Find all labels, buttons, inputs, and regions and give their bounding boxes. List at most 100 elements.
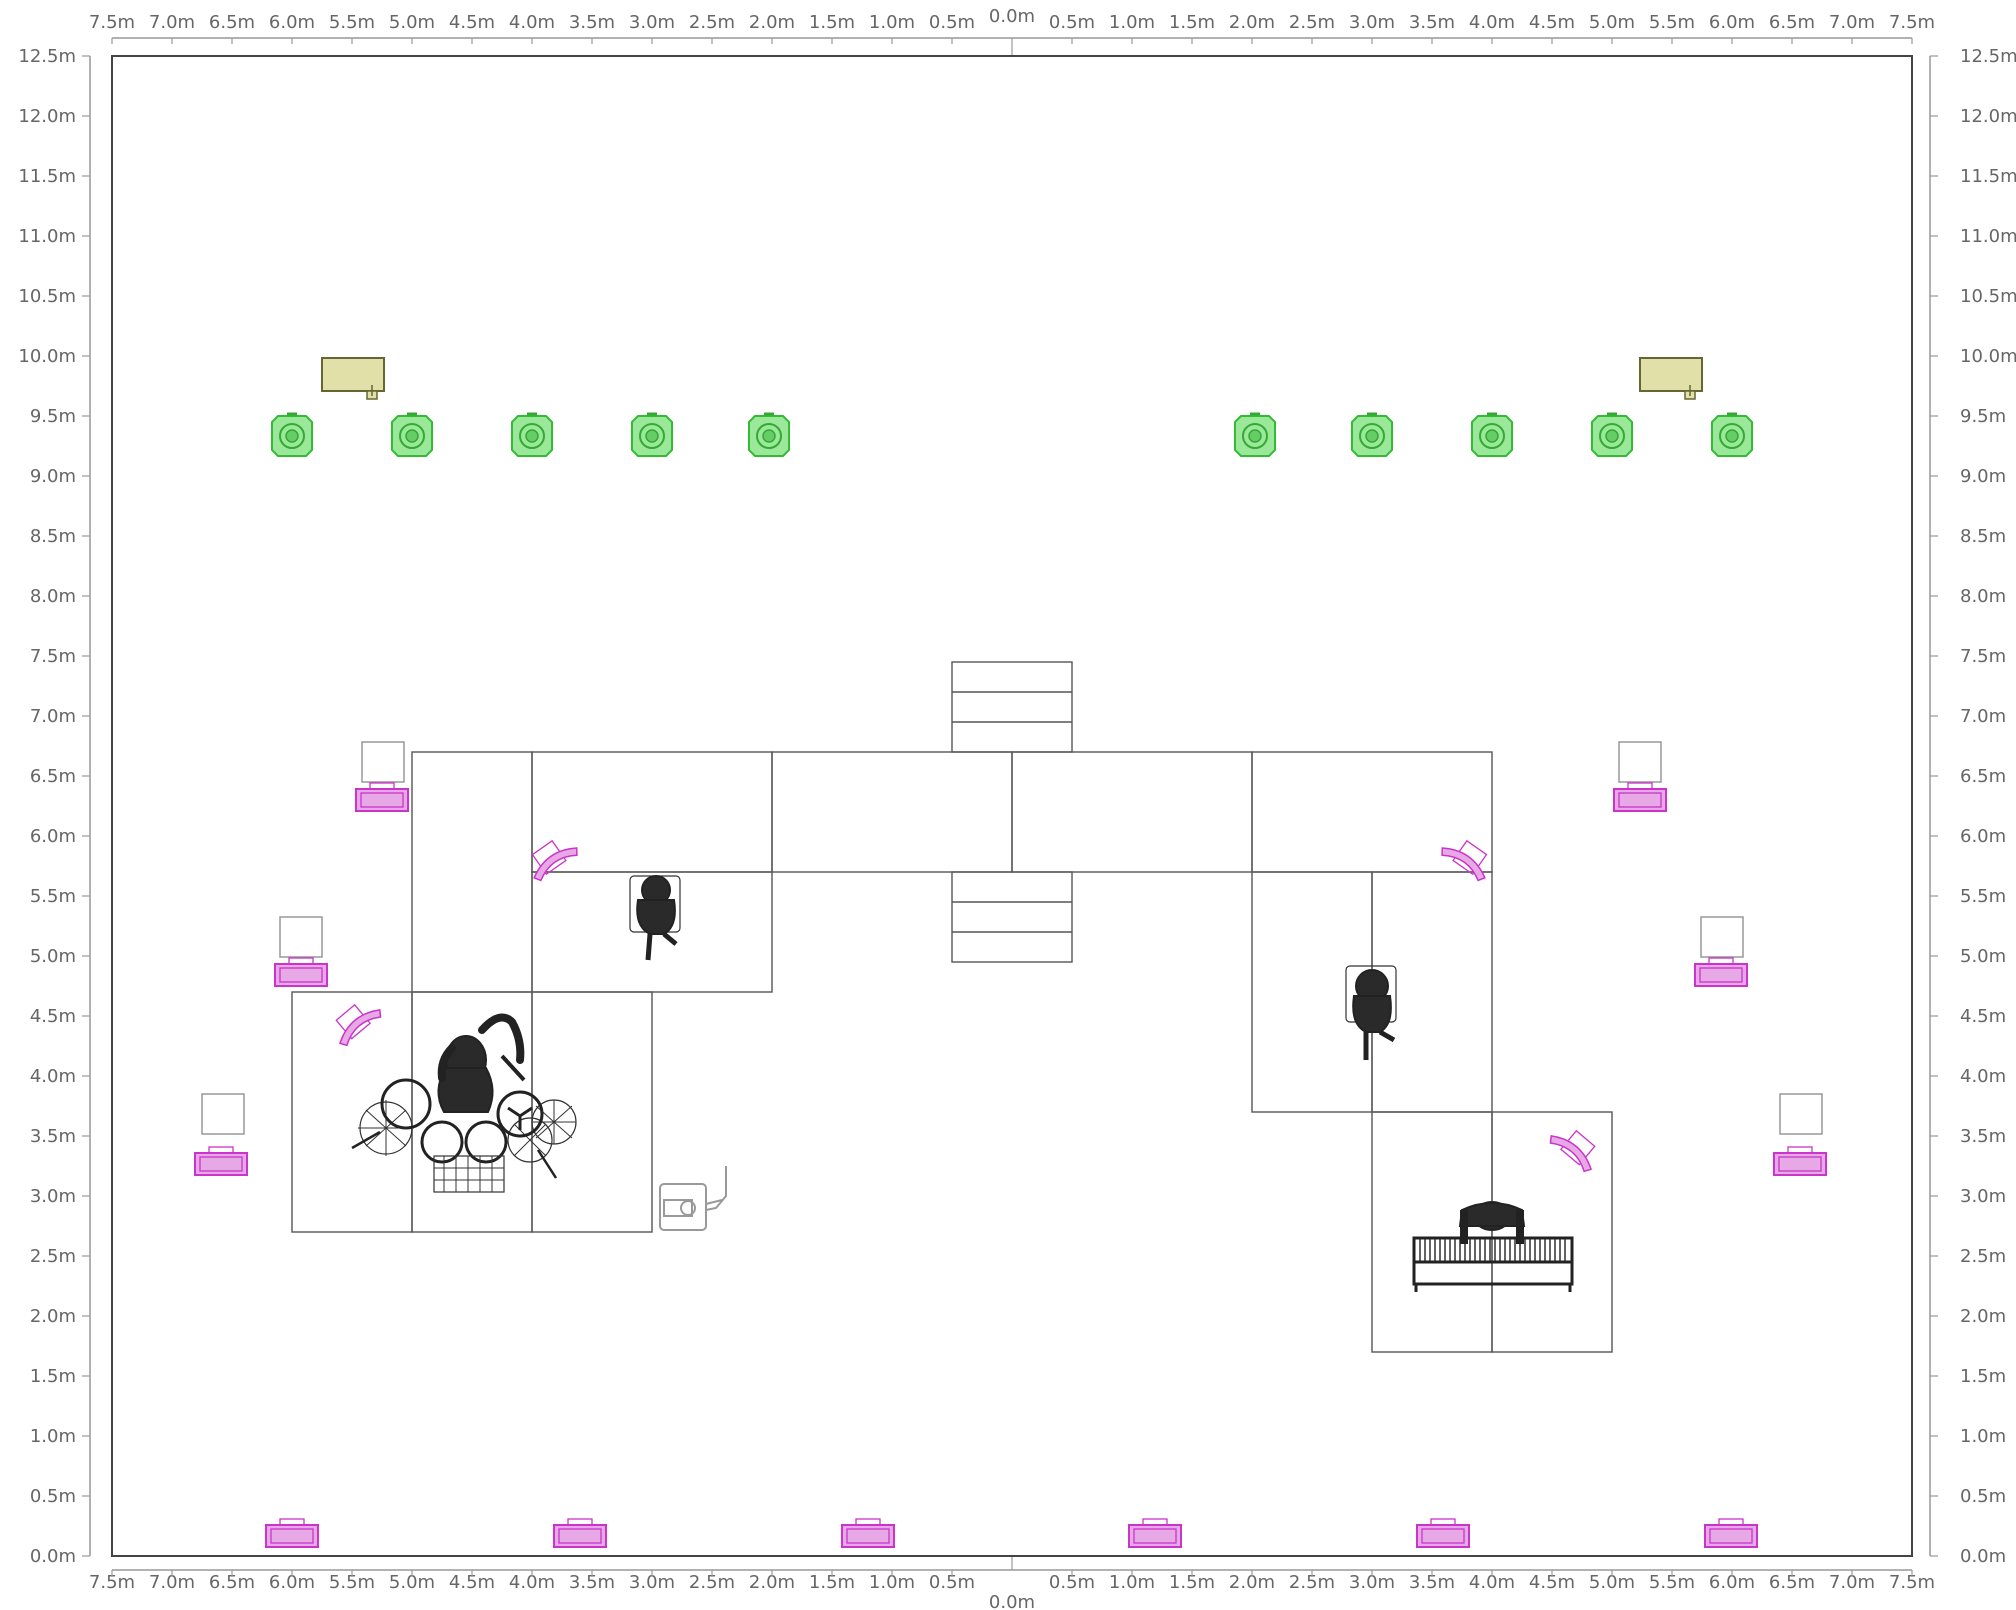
x-tick-label: 3.0m: [1349, 12, 1395, 33]
wedge-monitor-icon: [1416, 1518, 1470, 1548]
x-tick-label: 6.0m: [1709, 12, 1755, 33]
amplifiers: [321, 357, 1703, 400]
y-tick-label: 1.0m: [30, 1426, 76, 1447]
y-tick-label: 6.5m: [30, 766, 76, 787]
y-tick-label: 8.5m: [1960, 526, 2006, 547]
wedge-monitor-icon: [355, 782, 409, 812]
x-tick-label: 5.0m: [389, 1572, 435, 1593]
top-center-label: 0.0m: [989, 6, 1035, 27]
x-tick-label: 0.5m: [1049, 12, 1095, 33]
x-tick-label: 3.0m: [1349, 1572, 1395, 1593]
gray-device-icon: [659, 1166, 727, 1231]
x-tick-label: 4.0m: [1469, 1572, 1515, 1593]
x-tick-label: 2.0m: [1229, 12, 1275, 33]
y-tick-label: 2.0m: [1960, 1306, 2006, 1327]
x-tick-label: 5.5m: [329, 12, 375, 33]
x-tick-label: 1.5m: [809, 1572, 855, 1593]
x-tick-label: 4.0m: [1469, 12, 1515, 33]
y-tick-label: 1.5m: [1960, 1366, 2006, 1387]
x-tick-label: 2.0m: [1229, 1572, 1275, 1593]
stage-light-icon: [271, 412, 313, 457]
bottom-center-label: 0.0m: [989, 1592, 1035, 1610]
wedge-monitor-icon: [531, 839, 578, 882]
wedge-monitor-icon: [1694, 957, 1748, 987]
y-tick-label: 2.5m: [1960, 1246, 2006, 1267]
x-tick-label: 6.5m: [1769, 1572, 1815, 1593]
x-tick-label: 7.0m: [149, 1572, 195, 1593]
stage-light-icon: [1471, 412, 1513, 457]
stage-light-icon: [1711, 412, 1753, 457]
amplifier-icon: [321, 357, 385, 400]
stage-light-icon: [1591, 412, 1633, 457]
x-tick-label: 1.0m: [1109, 1572, 1155, 1593]
x-tick-label: 7.0m: [1829, 1572, 1875, 1593]
stage-light-icon: [748, 412, 790, 457]
x-tick-label: 5.0m: [1589, 1572, 1635, 1593]
y-tick-label: 3.0m: [30, 1186, 76, 1207]
stand-icon: [1618, 741, 1662, 783]
x-tick-label: 3.0m: [629, 12, 675, 33]
y-tick-label: 3.5m: [30, 1126, 76, 1147]
x-tick-label: 6.5m: [209, 12, 255, 33]
y-tick-label: 5.0m: [1960, 946, 2006, 967]
y-tick-label: 7.0m: [30, 706, 76, 727]
x-tick-label: 4.0m: [509, 1572, 555, 1593]
y-tick-label: 0.5m: [30, 1486, 76, 1507]
y-tick-label: 4.0m: [1960, 1066, 2006, 1087]
keyboard-player-icon: [1412, 1201, 1574, 1292]
keys-riser-b: [1491, 1111, 1613, 1353]
x-tick-label: 5.0m: [389, 12, 435, 33]
x-tick-label: 1.5m: [809, 12, 855, 33]
x-tick-label: 6.5m: [209, 1572, 255, 1593]
y-tick-label: 1.5m: [30, 1366, 76, 1387]
stands: [201, 741, 1823, 1135]
x-tick-label: 6.0m: [269, 12, 315, 33]
wedge-monitors: [335, 839, 1596, 1173]
riser-right-mid-a: [1251, 871, 1373, 1113]
wedge-monitor-icon: [1773, 1146, 1827, 1176]
y-tick-label: 5.5m: [1960, 886, 2006, 907]
x-tick-label: 0.5m: [929, 12, 975, 33]
y-tick-label: 10.0m: [18, 346, 76, 367]
x-tick-label: 7.5m: [89, 12, 135, 33]
x-tick-label: 5.5m: [1649, 1572, 1695, 1593]
x-tick-label: 4.5m: [1529, 1572, 1575, 1593]
y-tick-label: 10.5m: [1960, 286, 2016, 307]
stand-icon: [1700, 916, 1744, 958]
x-tick-label: 4.0m: [509, 12, 555, 33]
x-tick-label: 2.5m: [689, 1572, 735, 1593]
y-tick-label: 0.0m: [30, 1546, 76, 1567]
x-tick-label: 2.0m: [749, 1572, 795, 1593]
riser-left-outer: [411, 751, 533, 993]
riser-center-right: [1011, 751, 1253, 873]
x-tick-label: 4.5m: [449, 1572, 495, 1593]
y-tick-label: 4.5m: [1960, 1006, 2006, 1027]
y-tick-label: 12.0m: [18, 106, 76, 127]
stage-light-icon: [1351, 412, 1393, 457]
y-tick-label: 0.0m: [1960, 1546, 2006, 1567]
wedge-monitor-icon: [1128, 1518, 1182, 1548]
x-tick-label: 3.5m: [569, 1572, 615, 1593]
y-tick-label: 3.5m: [1960, 1126, 2006, 1147]
x-tick-label: 7.5m: [1889, 12, 1935, 33]
seated-player-icon: [629, 875, 681, 961]
x-tick-label: 1.0m: [869, 1572, 915, 1593]
y-tick-label: 2.0m: [30, 1306, 76, 1327]
y-tick-label: 12.5m: [1960, 46, 2016, 67]
stage-light-icon: [1234, 412, 1276, 457]
drummer-icon: [351, 1013, 577, 1193]
x-tick-label: 1.0m: [1109, 12, 1155, 33]
y-tick-label: 11.5m: [1960, 166, 2016, 187]
amplifier-icon: [1639, 357, 1703, 400]
x-tick-label: 7.0m: [1829, 12, 1875, 33]
y-tick-label: 11.0m: [18, 226, 76, 247]
y-tick-label: 3.0m: [1960, 1186, 2006, 1207]
y-tick-label: 6.0m: [30, 826, 76, 847]
x-tick-label: 0.5m: [1049, 1572, 1095, 1593]
y-tick-label: 8.0m: [30, 586, 76, 607]
x-tick-label: 4.5m: [1529, 12, 1575, 33]
y-tick-label: 10.5m: [18, 286, 76, 307]
x-tick-label: 2.5m: [1289, 12, 1335, 33]
